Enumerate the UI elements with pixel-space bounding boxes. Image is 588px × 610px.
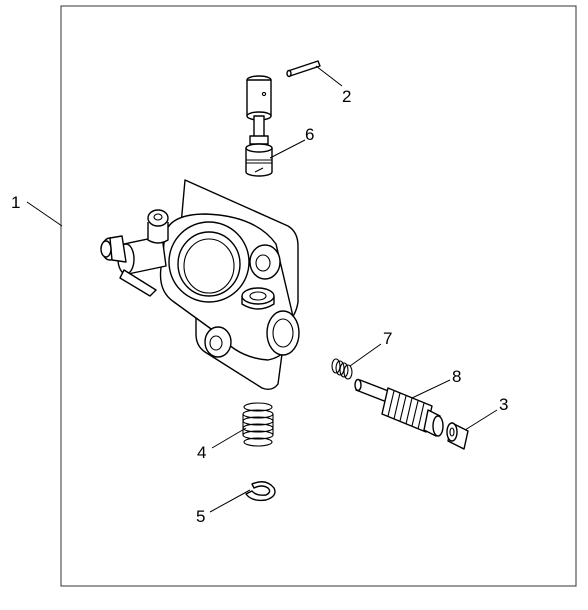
callout-6: 6 [305, 125, 314, 144]
part-pump-housing [100, 179, 300, 391]
callout-1: 1 [11, 193, 20, 212]
callout-4: 4 [197, 443, 206, 462]
part-nut [446, 422, 469, 450]
diagram-frame [60, 5, 577, 587]
callout-3: 3 [499, 395, 508, 414]
leader-6 [269, 139, 306, 159]
callout-5: 5 [196, 507, 205, 526]
part-pin [286, 60, 321, 78]
part-large-spring [242, 402, 274, 447]
callout-7: 7 [383, 329, 392, 348]
leader-8 [411, 379, 451, 399]
leader-3 [464, 409, 498, 431]
leader-5 [209, 489, 251, 513]
leader-7 [349, 343, 382, 367]
part-worm-shaft [354, 378, 444, 437]
part-e-clip [245, 481, 276, 502]
leader-1 [26, 201, 63, 227]
part-piston [245, 75, 273, 177]
callout-8: 8 [452, 367, 461, 386]
leader-2 [315, 65, 343, 87]
callout-2: 2 [342, 87, 351, 106]
part-small-spring [331, 358, 353, 380]
leader-4 [211, 427, 247, 449]
